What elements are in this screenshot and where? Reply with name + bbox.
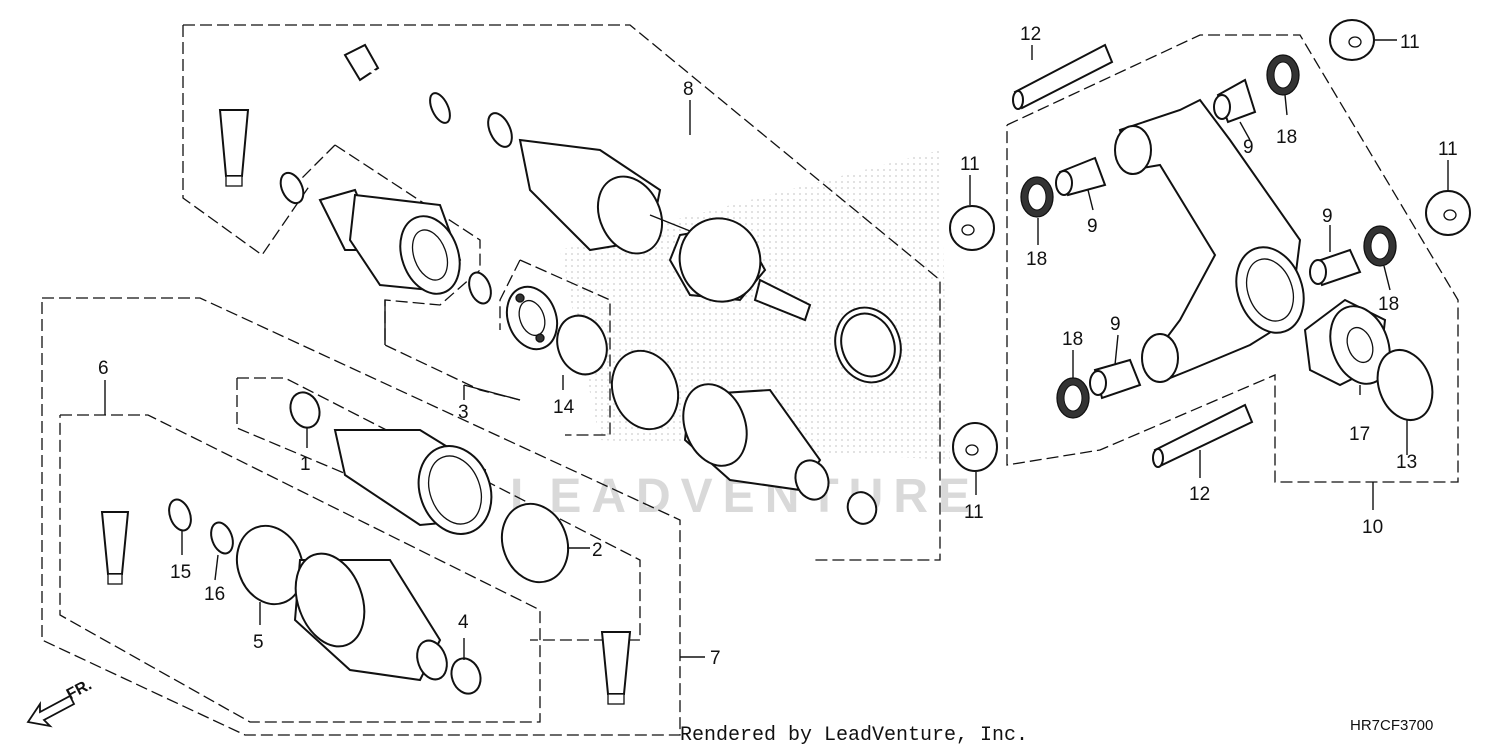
small-clamp-1-icon — [289, 391, 321, 429]
callout-7: 7 — [710, 648, 721, 669]
callout-5: 5 — [253, 632, 264, 653]
dust-cap-icon — [1329, 19, 1375, 61]
oil-seal-icon — [1056, 377, 1090, 419]
oil-seal-icon — [1020, 176, 1054, 218]
callout-11: 11 — [960, 154, 980, 175]
circlip-15-icon — [168, 498, 192, 532]
front-direction-arrow: FR. — [26, 676, 95, 728]
callout-3: 3 — [458, 402, 469, 423]
callout-4: 4 — [458, 612, 469, 633]
boot-icon — [682, 383, 830, 501]
callout-labels: 1 2 3 4 5 6 7 8 9 9 9 9 10 11 11 11 11 1… — [98, 24, 1458, 669]
group-box-7 — [41, 297, 681, 736]
cv-joint-housing-icon — [318, 188, 462, 295]
circlip-13-icon — [1376, 349, 1434, 421]
bushing-icon — [1089, 358, 1142, 400]
bushing-icon — [1309, 248, 1362, 287]
callout-2: 2 — [592, 540, 603, 561]
snap-ring-icon — [468, 271, 492, 305]
circlip-14-icon — [556, 314, 608, 376]
group-box-8 — [182, 24, 941, 561]
bushing-icon — [1055, 156, 1107, 197]
dust-cap-icon — [952, 422, 998, 472]
callout-11: 11 — [964, 502, 984, 523]
leader-lines — [104, 39, 1449, 660]
callout-11: 11 — [1438, 139, 1458, 160]
group-box-3 — [299, 144, 611, 436]
diagram-code: HR7CF3700 — [1350, 717, 1433, 734]
inner-boot-icon — [333, 429, 493, 535]
dust-cap-icon — [1425, 190, 1471, 236]
oil-seal-icon — [1363, 225, 1397, 267]
circlip-16-icon — [210, 521, 234, 555]
callout-16: 16 — [204, 584, 225, 605]
callout-9: 9 — [1243, 137, 1254, 158]
small-clamp-icon — [846, 491, 878, 525]
ball-cage-icon — [505, 285, 559, 351]
footer-credit: Rendered by LeadVenture, Inc. — [680, 724, 1028, 747]
pivot-pin-lower-icon — [1152, 403, 1254, 468]
band-clamp-icon — [610, 349, 680, 431]
callout-12: 12 — [1189, 484, 1210, 505]
callout-9: 9 — [1087, 216, 1098, 237]
callout-18: 18 — [1026, 249, 1047, 270]
callout-9: 9 — [1322, 206, 1333, 227]
callout-11: 11 — [1400, 32, 1420, 53]
grease-tube-bottom-icon — [600, 631, 632, 705]
pivot-pin-upper-icon — [1012, 43, 1114, 110]
callout-18: 18 — [1062, 329, 1083, 350]
outer-boot-icon — [293, 552, 448, 682]
callout-10: 10 — [1362, 517, 1383, 538]
callout-6: 6 — [98, 358, 109, 379]
callout-12: 12 — [1020, 24, 1041, 45]
callout-13: 13 — [1396, 452, 1417, 473]
callout-18: 18 — [1276, 127, 1297, 148]
swing-arm-icon — [1114, 98, 1305, 383]
oil-seal-icon — [1266, 54, 1300, 96]
dust-cap-icon — [949, 205, 995, 251]
group-box-10 — [1006, 34, 1459, 483]
grease-tube-lower-icon — [100, 511, 130, 585]
callout-15: 15 — [170, 562, 191, 583]
callout-17: 17 — [1349, 424, 1370, 445]
small-clamp-4-icon — [450, 657, 482, 695]
callout-18: 18 — [1378, 294, 1399, 315]
circlip-icon — [279, 171, 305, 205]
grease-tube-icon — [218, 109, 250, 187]
bushing-icon — [1213, 78, 1257, 124]
callout-1: 1 — [300, 454, 311, 475]
callout-9: 9 — [1110, 314, 1121, 335]
drive-shaft-assembly-icon — [343, 43, 812, 322]
callout-8: 8 — [683, 79, 694, 100]
callout-14: 14 — [553, 397, 575, 418]
band-clamp-2-icon — [500, 502, 570, 584]
band-clamp-5-icon — [235, 524, 305, 606]
